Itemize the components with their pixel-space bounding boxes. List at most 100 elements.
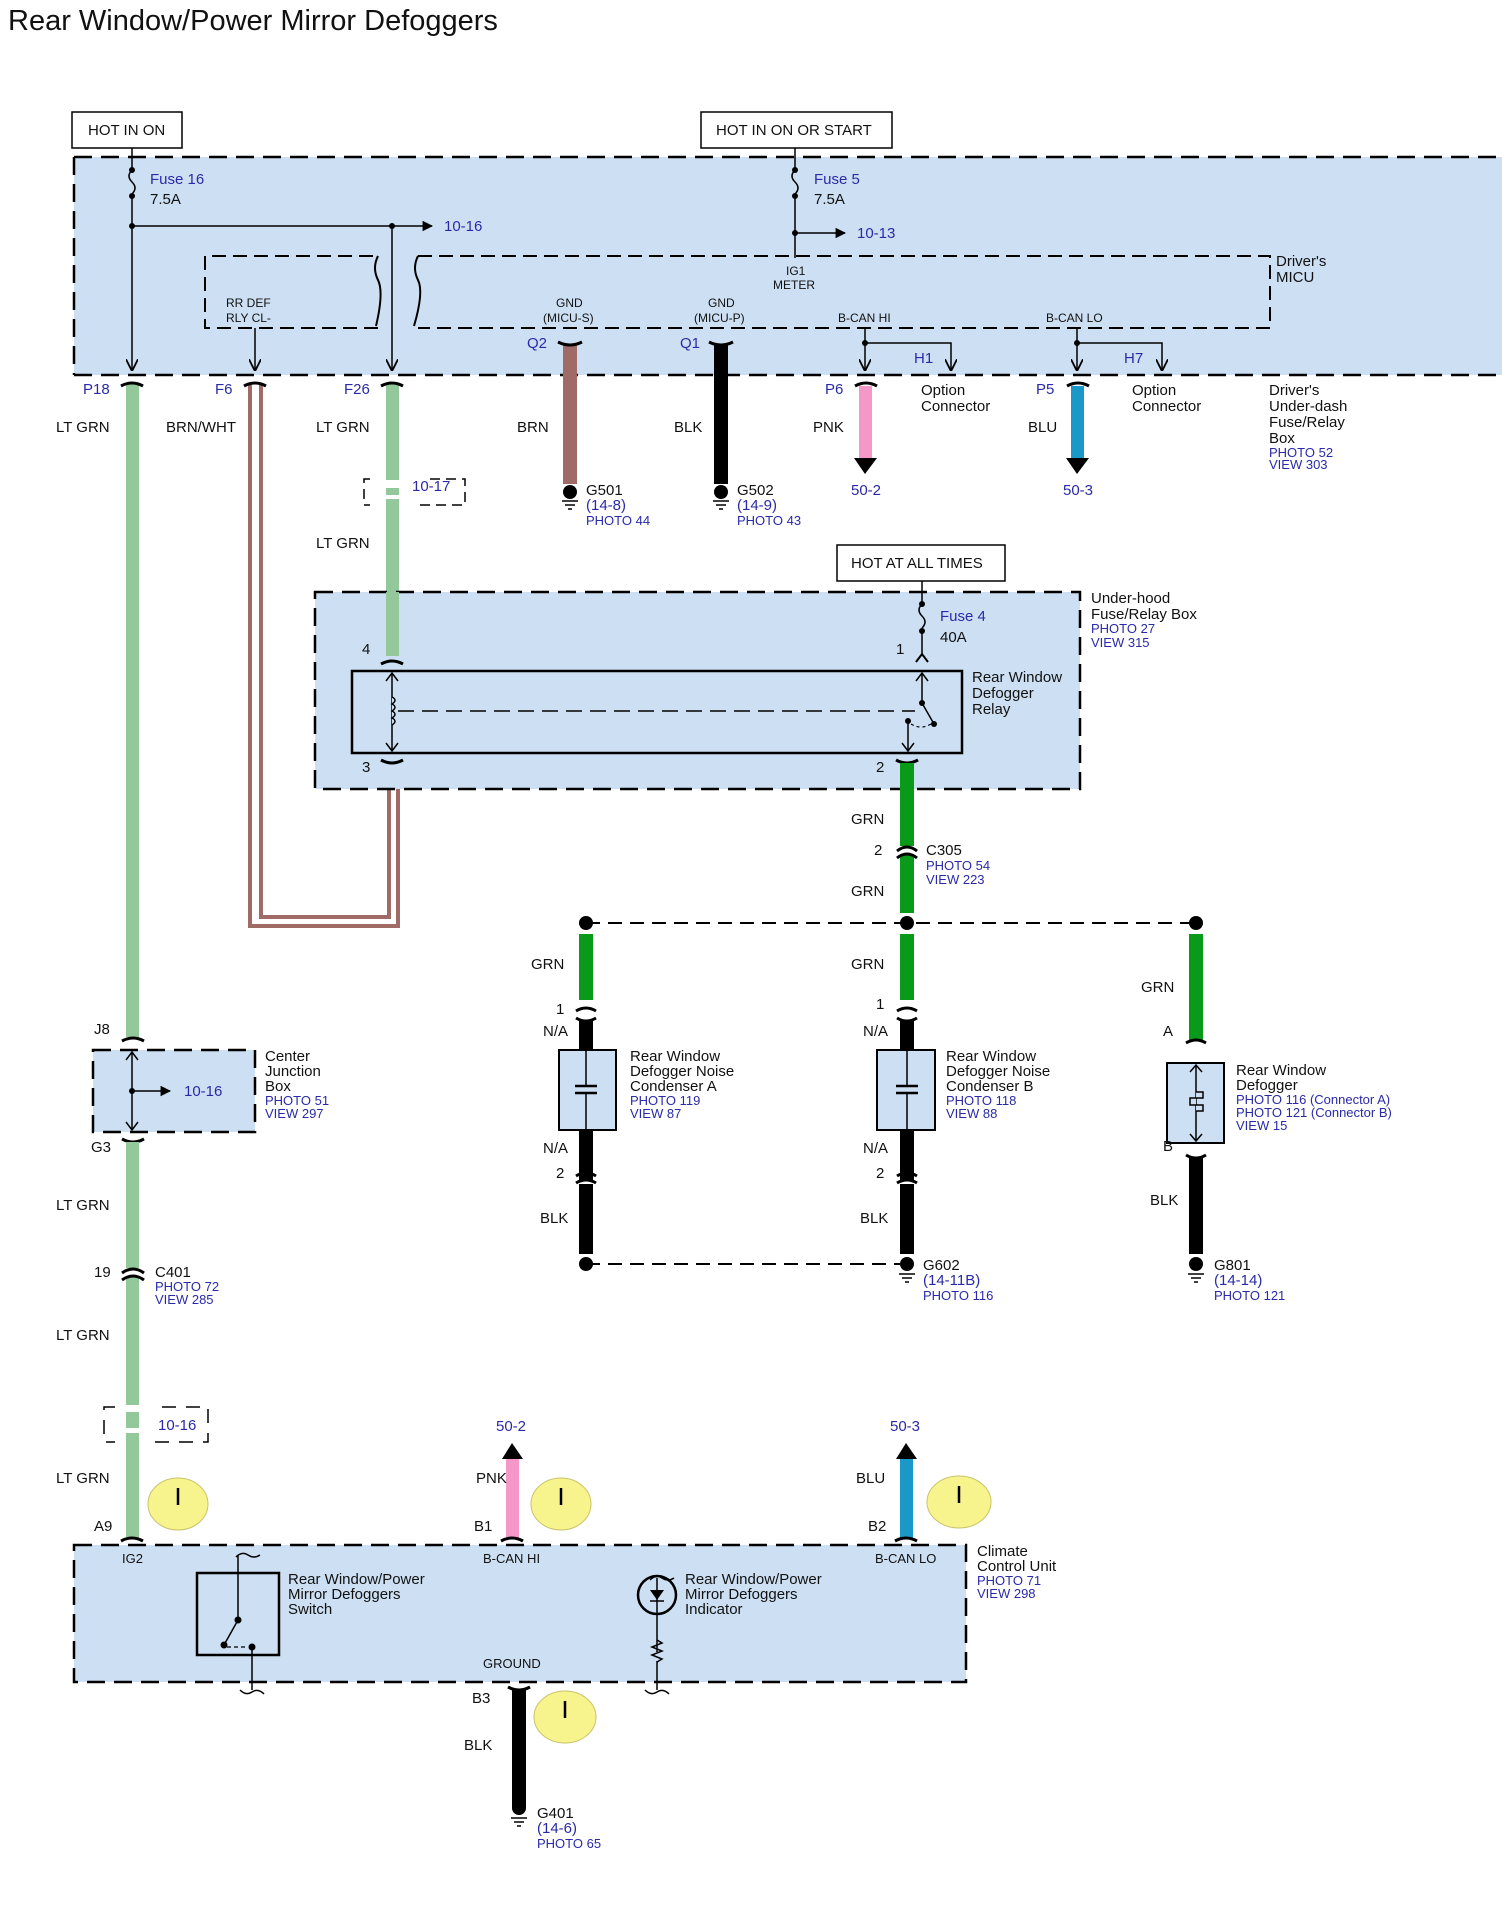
wire-condenser-b-grn[interactable]: [900, 934, 914, 1000]
defogger-photo-a[interactable]: PHOTO 116 (Connector A): [1236, 1092, 1390, 1107]
g501-ref[interactable]: (14-8): [586, 497, 626, 514]
ref-10-16-bottom[interactable]: 10-16: [158, 1417, 196, 1434]
g801-photo[interactable]: PHOTO 121: [1214, 1288, 1285, 1303]
drivers-micu[interactable]: [413, 255, 1271, 329]
wire-f26-lt-grn[interactable]: [386, 384, 399, 660]
relay-pin-2: 2: [876, 759, 884, 776]
g502-photo[interactable]: PHOTO 43: [737, 513, 801, 528]
ref-10-13[interactable]: 10-13: [857, 225, 895, 242]
condenser-a-view[interactable]: VIEW 87: [630, 1106, 681, 1121]
g801-ref[interactable]: (14-14): [1214, 1272, 1262, 1289]
g602-ref[interactable]: (14-11B): [923, 1272, 980, 1289]
wire-b2-blu[interactable]: [900, 1459, 913, 1539]
defogger-switch[interactable]: [195, 1552, 281, 1695]
switch-label-1: Rear Window/Power: [288, 1571, 425, 1588]
climate-pin-a9: A9: [94, 1518, 112, 1535]
splice-node: [579, 916, 593, 930]
underhood-photo[interactable]: PHOTO 27: [1091, 621, 1155, 636]
noise-condenser-b[interactable]: [876, 1049, 936, 1131]
condenser-a-na-top: N/A: [543, 1023, 568, 1040]
underdash-view[interactable]: VIEW 303: [1269, 457, 1328, 472]
switch-label-2: Mirror Defoggers: [288, 1586, 401, 1603]
condenser-b-view[interactable]: VIEW 88: [946, 1106, 997, 1121]
ref-bracket-10-16-bottom[interactable]: [103, 1405, 209, 1443]
fuse-icon: [128, 169, 136, 195]
climate-view[interactable]: VIEW 298: [977, 1586, 1036, 1601]
g801-name: G801: [1214, 1257, 1251, 1274]
c401-photo[interactable]: PHOTO 72: [155, 1279, 219, 1294]
ref-50-2-bottom[interactable]: 50-2: [496, 1418, 526, 1435]
g502-ref[interactable]: (14-9): [737, 497, 777, 514]
g501-photo[interactable]: PHOTO 44: [586, 513, 650, 528]
defogger-view[interactable]: VIEW 15: [1236, 1118, 1287, 1133]
underdash-label-2: Under-dash: [1269, 398, 1347, 415]
wire-label-condenser-a-blk: BLK: [540, 1210, 568, 1227]
condenser-b-photo[interactable]: PHOTO 118: [946, 1093, 1016, 1108]
test-point-b3[interactable]: [533, 1690, 597, 1744]
test-point-b2[interactable]: [926, 1475, 992, 1529]
climate-photo[interactable]: PHOTO 71: [977, 1573, 1041, 1588]
test-point-b1[interactable]: [530, 1477, 592, 1531]
diagram-title: Rear Window/Power Mirror Defoggers: [8, 5, 498, 37]
c305-photo[interactable]: PHOTO 54: [926, 858, 990, 873]
ref-bracket-10-17[interactable]: [363, 478, 466, 506]
wire-p6-pnk[interactable]: [859, 386, 872, 458]
connector-q1: [708, 340, 734, 347]
fuse-icon: [791, 169, 799, 195]
test-point-a9[interactable]: [147, 1477, 209, 1531]
wire-b3-blk[interactable]: [512, 1690, 526, 1808]
g401-photo[interactable]: PHOTO 65: [537, 1836, 601, 1851]
wire-defogger-blk[interactable]: [1189, 1157, 1203, 1254]
ref-50-3-bottom[interactable]: 50-3: [890, 1418, 920, 1435]
wire-condenser-a-blk[interactable]: [579, 1184, 593, 1254]
underdash-fuse-box[interactable]: [72, 155, 1502, 377]
center-junction-box[interactable]: [91, 1048, 257, 1134]
noise-condenser-a[interactable]: [558, 1049, 617, 1131]
wire-condenser-b-blk[interactable]: [900, 1184, 914, 1254]
connector-condenser-a-1: [575, 1006, 597, 1023]
option-connector-2b: Connector: [1132, 398, 1201, 415]
wire-label-defogger-grn: GRN: [1141, 979, 1174, 996]
underhood-view[interactable]: VIEW 315: [1091, 635, 1150, 650]
wire-q1-blk[interactable]: [714, 344, 728, 484]
hot-in-on-label: HOT IN ON: [71, 111, 183, 149]
terminal-p6: P6: [825, 381, 843, 398]
junction-label-1: Center: [265, 1048, 310, 1065]
pin-gnd-s-2: (MICU-S): [543, 311, 594, 325]
wire-q2-brn[interactable]: [563, 344, 577, 484]
arrow-down-icon: [1066, 458, 1089, 474]
wire-condenser-a-grn[interactable]: [579, 934, 593, 1000]
ref-10-16-top[interactable]: 10-16: [444, 218, 482, 235]
condenser-a-photo[interactable]: PHOTO 119: [630, 1093, 700, 1108]
rear-window-defogger-relay[interactable]: [350, 669, 964, 755]
junction-photo[interactable]: PHOTO 51: [265, 1093, 329, 1108]
relay-switch-icon: [921, 702, 935, 725]
g401-ref[interactable]: (14-6): [537, 1820, 577, 1837]
wire-p5-blu[interactable]: [1071, 386, 1084, 458]
ground-g401-icon: [511, 1801, 527, 1827]
defogger-photo-b[interactable]: PHOTO 121 (Connector B): [1236, 1105, 1392, 1120]
underdash-photo[interactable]: PHOTO 52: [1269, 445, 1333, 460]
wire-ig2-lt-grn[interactable]: [126, 1142, 139, 1539]
wire-condenser-a-na-bottom: [579, 1130, 593, 1180]
junction-ref-10-16[interactable]: 10-16: [184, 1083, 222, 1100]
climate-control-unit[interactable]: [72, 1543, 968, 1684]
rear-window-defogger[interactable]: [1166, 1062, 1225, 1144]
c401-view[interactable]: VIEW 285: [155, 1292, 214, 1307]
wire-defogger-grn[interactable]: [1189, 934, 1203, 1040]
ref-50-3-top[interactable]: 50-3: [1063, 482, 1093, 499]
underhood-fuse-box[interactable]: [313, 590, 1082, 791]
wire-relay-grn[interactable]: [900, 763, 914, 913]
g602-photo[interactable]: PHOTO 116: [923, 1288, 993, 1303]
h7-label: H7: [1124, 350, 1143, 367]
wire-label-lt-grn-1: LT GRN: [56, 1197, 110, 1214]
ref-50-2-top[interactable]: 50-2: [851, 482, 881, 499]
c305-view[interactable]: VIEW 223: [926, 872, 985, 887]
wire-f6-brn-wht[interactable]: [248, 384, 400, 928]
wire-b1-pnk[interactable]: [506, 1459, 519, 1539]
wire-p18-lt-grn[interactable]: [126, 384, 139, 1037]
junction-view[interactable]: VIEW 297: [265, 1106, 324, 1121]
defogger-indicator[interactable]: [636, 1574, 678, 1695]
g401-name: G401: [537, 1805, 574, 1822]
ref-10-17[interactable]: 10-17: [412, 478, 450, 495]
